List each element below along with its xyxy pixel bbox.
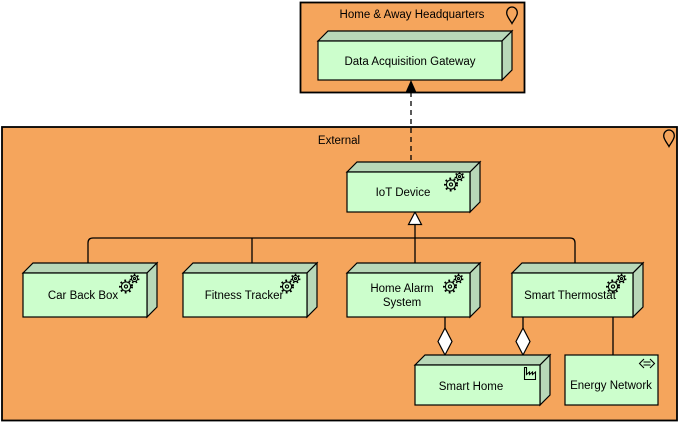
node-label: Car Back Box [48, 290, 119, 302]
relation-specialization-tree[interactable] [87, 210, 576, 263]
node-label: Fitness Tracker [205, 290, 284, 302]
relation-flow-iot-to-gateway[interactable] [405, 80, 417, 160]
node-top-face [510, 262, 645, 274]
node-top-face [316, 30, 514, 42]
node-front-face[interactable] [414, 364, 541, 406]
node-label-line1: Home Alarm [370, 283, 433, 295]
node-side-face [306, 261, 318, 319]
node-smart-thermostat[interactable]: Smart Thermostat [510, 261, 645, 319]
node-energy-network[interactable]: Energy Network [564, 354, 659, 406]
node-top-face [345, 161, 482, 173]
headquarters-label: Home & Away Headquarters [340, 9, 485, 21]
distribution-network-icon [638, 358, 656, 369]
node-side-face [469, 261, 481, 319]
node-front-face[interactable] [346, 171, 471, 213]
node-top-face [21, 262, 159, 274]
external-label: External [318, 135, 360, 147]
node-home-alarm-system[interactable]: Home Alarm System [345, 261, 482, 319]
node-label: Smart Home [439, 381, 504, 393]
node-car-back-box[interactable]: Car Back Box [21, 261, 159, 319]
node-front-face[interactable] [317, 40, 503, 81]
node-body[interactable] [564, 354, 659, 406]
node-iot-device[interactable]: IoT Device [345, 160, 482, 214]
node-data-acquisition-gateway[interactable]: Data Acquisition Gateway [316, 29, 514, 82]
specialization-bus[interactable] [87, 237, 576, 263]
node-side-face [632, 261, 644, 319]
node-label: IoT Device [376, 187, 431, 199]
node-label: Smart Thermostat [524, 290, 617, 302]
node-label-line2: System [383, 297, 421, 309]
node-top-face [181, 262, 319, 274]
node-label: Energy Network [570, 380, 652, 392]
node-smart-home[interactable]: Smart Home [413, 353, 552, 407]
node-top-face [345, 262, 482, 274]
node-label: Data Acquisition Gateway [344, 56, 475, 68]
node-fitness-tracker[interactable]: Fitness Tracker [181, 261, 319, 319]
node-side-face [146, 261, 158, 319]
flow-arrowhead-icon [405, 80, 417, 93]
node-top-face [413, 354, 552, 366]
specialization-triangle-icon [407, 210, 423, 226]
facility-icon [523, 366, 537, 381]
node-front-face[interactable] [346, 272, 471, 318]
